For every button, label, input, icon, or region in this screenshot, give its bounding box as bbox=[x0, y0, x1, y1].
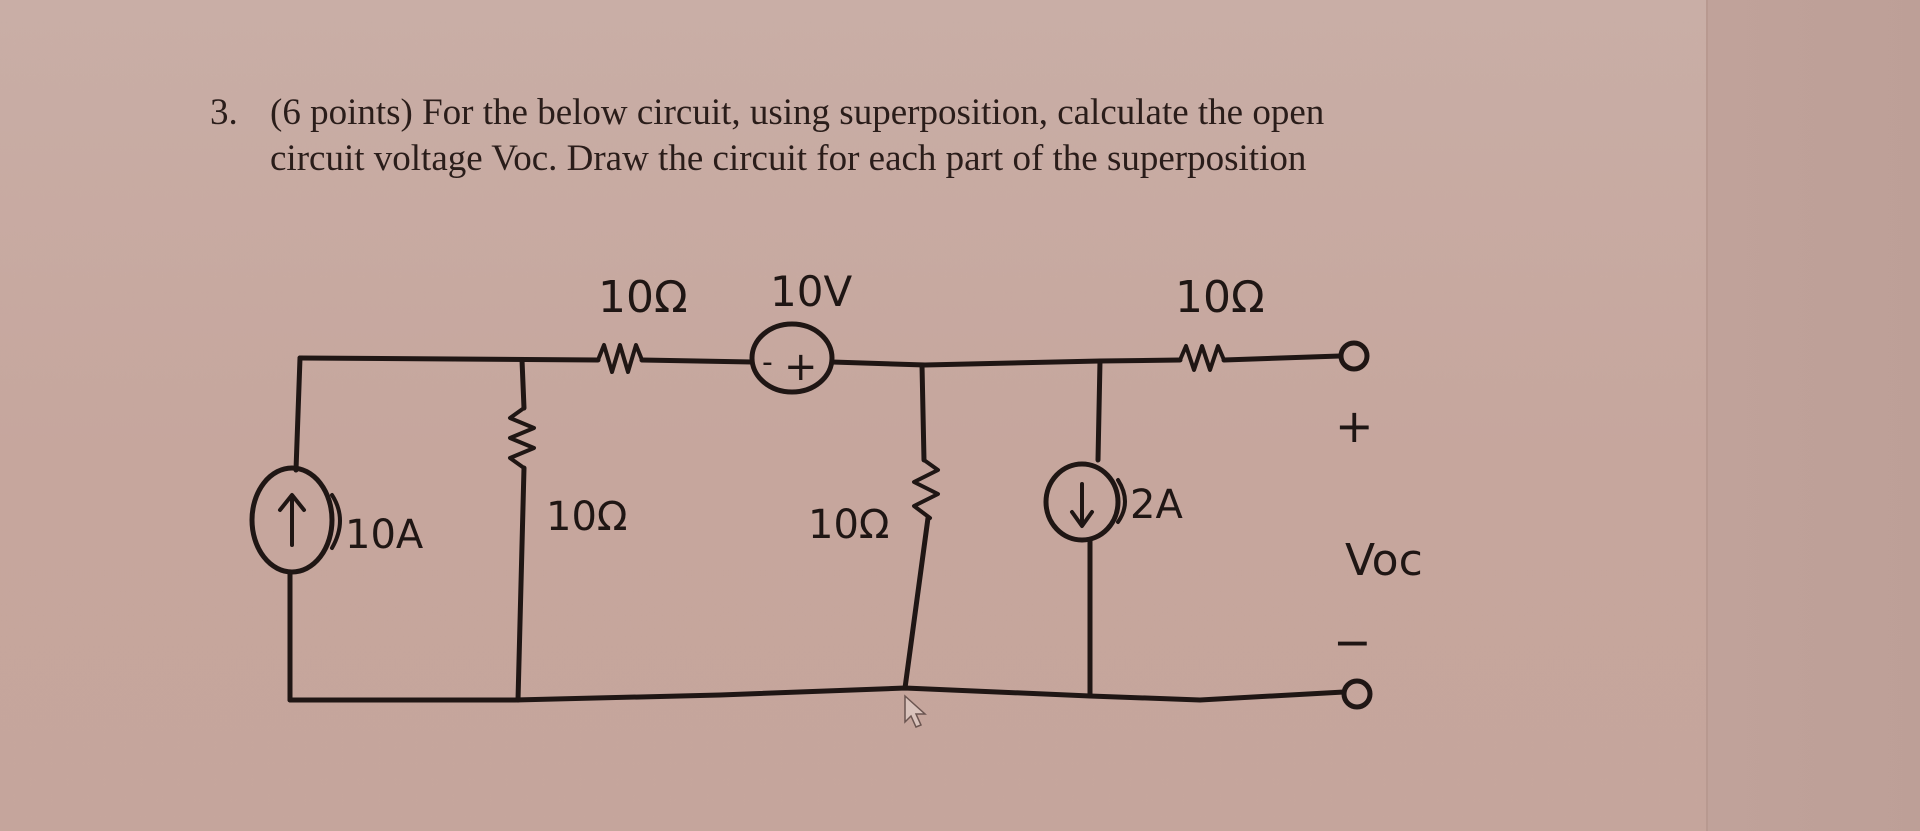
top-resistor-left-label: 10Ω bbox=[598, 272, 688, 323]
shunt-resistor-2 bbox=[912, 458, 940, 520]
current-source-left-bracket bbox=[330, 493, 342, 550]
shunt-resistor-1 bbox=[508, 406, 536, 470]
top-resistor-right bbox=[1178, 344, 1226, 372]
shunt-resistor-1-top-wire bbox=[519, 357, 527, 411]
current-source-right-label: 2A bbox=[1130, 482, 1183, 528]
right-margin-panel bbox=[1706, 0, 1920, 831]
question-line-1: 3. (6 points) For the below circuit, usin… bbox=[210, 90, 1510, 136]
output-terminal-bottom bbox=[1341, 678, 1373, 710]
mouse-pointer-icon bbox=[904, 694, 927, 728]
top-resistor-left bbox=[596, 343, 644, 374]
shunt-resistor-2-label: 10Ω bbox=[808, 502, 889, 548]
shunt-resistor-1-bottom-wire bbox=[515, 465, 527, 703]
question-text: 3. (6 points) For the below circuit, usin… bbox=[210, 90, 1510, 182]
voltage-source-label: 10V bbox=[770, 267, 852, 316]
current-source-right bbox=[1043, 461, 1121, 543]
shunt-resistor-1-label: 10Ω bbox=[546, 494, 627, 540]
voltage-source-plus: + bbox=[784, 344, 818, 390]
top-wire-right bbox=[1221, 353, 1343, 363]
top-wire-left bbox=[297, 355, 601, 363]
left-wire-top bbox=[293, 355, 303, 473]
question-number: 3. bbox=[210, 92, 238, 133]
current-source-left-label: 10A bbox=[345, 512, 424, 558]
question-text-line-2: circuit voltage Voc. Draw the circuit fo… bbox=[270, 138, 1307, 179]
top-wire-middle bbox=[829, 357, 1183, 368]
current-source-right-top-wire bbox=[1095, 358, 1103, 463]
voltage-source bbox=[749, 321, 835, 395]
voltage-source-minus: - bbox=[762, 345, 773, 380]
down-arrow-icon bbox=[1070, 482, 1094, 528]
shunt-resistor-2-bottom-wire bbox=[902, 515, 931, 691]
up-arrow-icon bbox=[278, 493, 306, 547]
bottom-wire bbox=[287, 685, 1347, 703]
shunt-resistor-2-top-wire bbox=[919, 362, 927, 463]
output-terminal-top bbox=[1338, 340, 1370, 372]
question-line-2: circuit voltage Voc. Draw the circuit fo… bbox=[210, 136, 1510, 182]
top-wire-to-source bbox=[639, 357, 755, 365]
output-minus-sign: − bbox=[1333, 615, 1372, 669]
question-text-line-1: (6 points) For the below circuit, using … bbox=[270, 92, 1325, 133]
output-plus-sign: + bbox=[1335, 399, 1374, 453]
output-voltage-label: Voc bbox=[1345, 535, 1423, 586]
current-source-right-bracket bbox=[1116, 478, 1127, 524]
top-resistor-right-label: 10Ω bbox=[1175, 272, 1265, 323]
